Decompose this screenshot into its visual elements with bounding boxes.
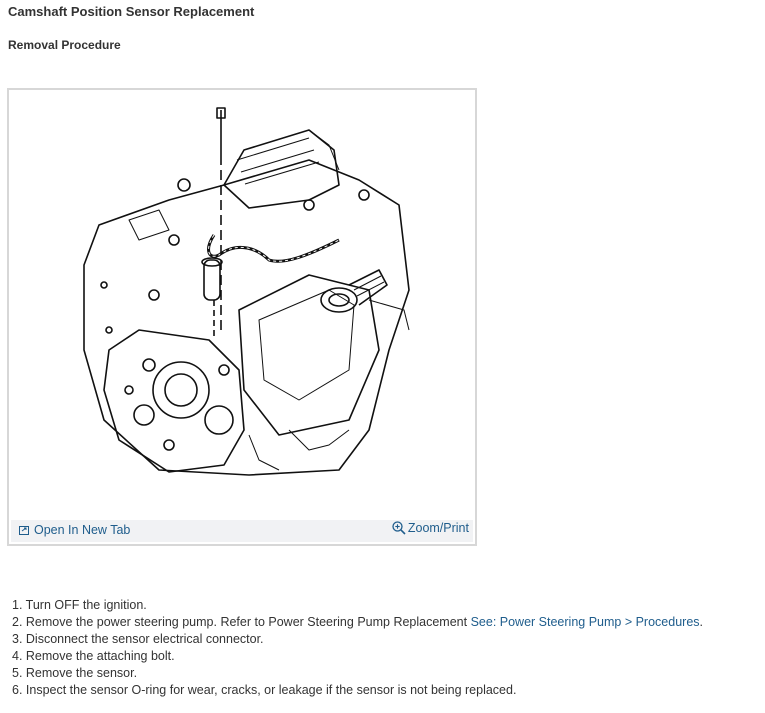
step-item: 2. Remove the power steering pump. Refer… [12,615,704,629]
step-item: 6. Inspect the sensor O-ring for wear, c… [12,683,517,697]
step-item: 3. Disconnect the sensor electrical conn… [12,632,264,646]
open-in-new-tab-link[interactable]: Open In New Tab [19,523,130,537]
section-heading: Removal Procedure [8,38,121,52]
page-title: Camshaft Position Sensor Replacement [8,4,255,19]
open-in-new-tab-icon [19,525,29,535]
zoom-print-label: Zoom/Print [407,521,469,535]
step-item: 1. Turn OFF the ignition. [12,598,147,612]
magnifier-plus-icon [392,521,406,535]
open-in-new-tab-label: Open In New Tab [34,523,131,537]
zoom-print-link[interactable]: Zoom/Print [392,521,469,535]
step-item: 5. Remove the sensor. [12,666,138,680]
power-steering-pump-procedures-link[interactable]: See: Power Steering Pump > Procedures [470,615,700,629]
figure-container: Open In New Tab Zoom/Print [7,88,477,546]
figure-toolbar: Open In New Tab Zoom/Print [11,520,473,542]
procedure-steps-list: 1. Turn OFF the ignition. 2. Remove the … [12,597,703,699]
step-item: 4. Remove the attaching bolt. [12,649,175,663]
engine-diagram-image[interactable] [9,90,475,520]
